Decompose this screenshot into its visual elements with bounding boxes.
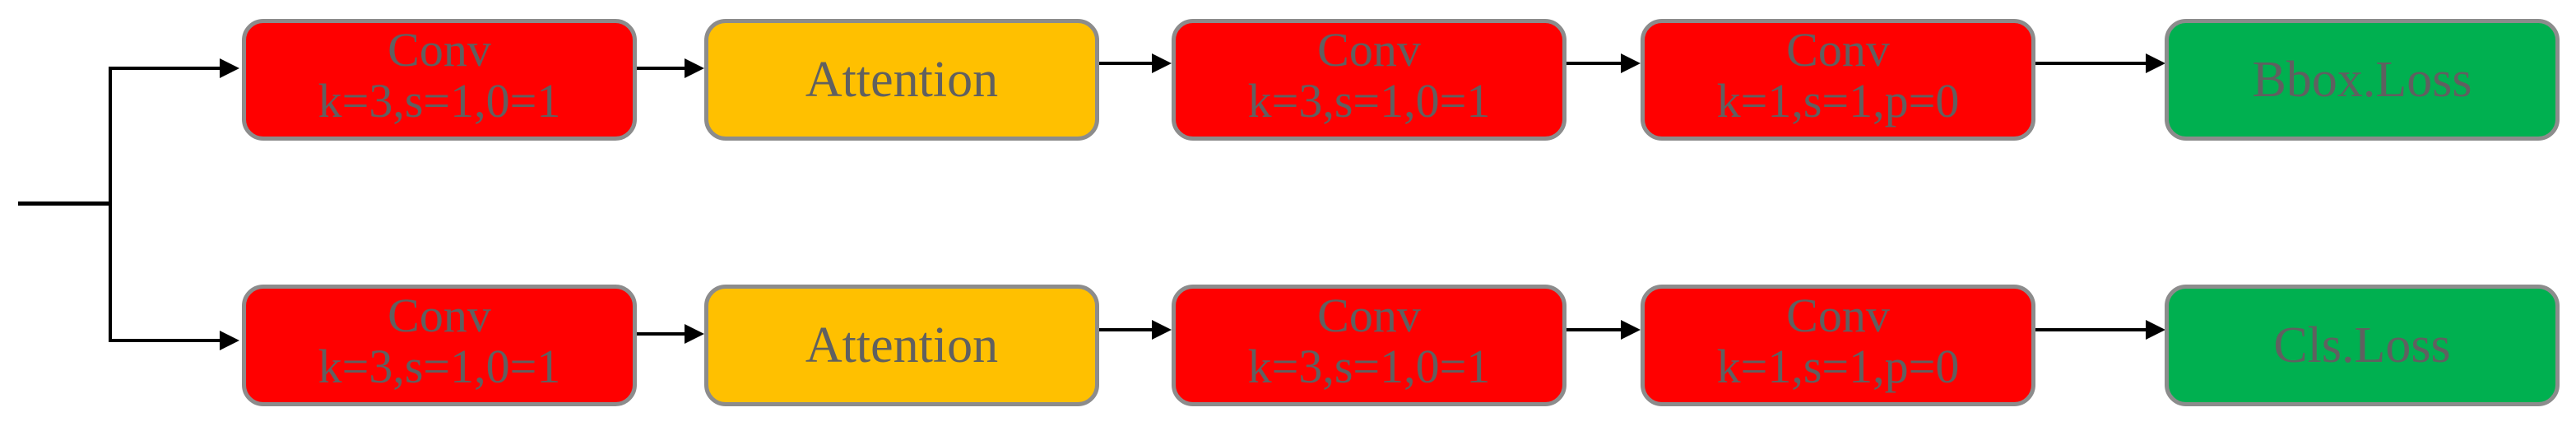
- top-conv-1-box: Conv k=3,s=1,0=1: [242, 19, 637, 141]
- bottom-attention-box: Attention: [704, 285, 1099, 406]
- bottom-branch-arrowhead: [220, 331, 239, 350]
- input-line: [18, 201, 112, 206]
- cls-loss-label: Cls.Loss: [2273, 317, 2451, 373]
- bottom-arrowhead-2: [1152, 320, 1172, 340]
- top-conv-3-title: Conv: [1786, 23, 1890, 76]
- bottom-conv-1-box: Conv k=3,s=1,0=1: [242, 285, 637, 406]
- top-conv-3-box: Conv k=1,s=1,p=0: [1641, 19, 2035, 141]
- top-conv-1-params: k=3,s=1,0=1: [318, 74, 561, 127]
- bottom-conv-2-title: Conv: [1317, 289, 1421, 342]
- top-connector-2: [1099, 62, 1152, 65]
- top-arrowhead-3: [1621, 53, 1641, 73]
- bottom-arrowhead-4: [2146, 320, 2165, 340]
- bottom-conv-2-params: k=3,s=1,0=1: [1247, 340, 1491, 393]
- bottom-connector-4: [2035, 328, 2146, 331]
- bottom-attention-label: Attention: [805, 317, 999, 373]
- branch-vertical-line: [109, 67, 112, 342]
- bottom-conv-3-params: k=1,s=1,p=0: [1716, 340, 1960, 393]
- top-attention-box: Attention: [704, 19, 1099, 141]
- top-branch-connector: [109, 67, 220, 70]
- top-attention-label: Attention: [805, 51, 999, 108]
- top-conv-2-params: k=3,s=1,0=1: [1247, 74, 1491, 127]
- bottom-connector-1: [637, 332, 685, 336]
- bottom-arrowhead-3: [1621, 320, 1641, 340]
- cls-loss-box: Cls.Loss: [2165, 285, 2560, 406]
- bottom-conv-3-box: Conv k=1,s=1,p=0: [1641, 285, 2035, 406]
- top-connector-3: [1566, 62, 1621, 65]
- bottom-connector-2: [1099, 328, 1152, 331]
- top-conv-3-params: k=1,s=1,p=0: [1716, 74, 1960, 127]
- top-conv-2-box: Conv k=3,s=1,0=1: [1172, 19, 1566, 141]
- bbox-loss-label: Bbox.Loss: [2252, 51, 2472, 108]
- top-connector-1: [637, 67, 685, 70]
- top-arrowhead-1: [685, 58, 704, 78]
- top-connector-4: [2035, 62, 2146, 65]
- bottom-arrowhead-1: [685, 324, 704, 344]
- bottom-connector-3: [1566, 328, 1621, 331]
- bottom-conv-3-title: Conv: [1786, 289, 1890, 342]
- top-conv-2-title: Conv: [1317, 23, 1421, 76]
- bottom-conv-2-box: Conv k=3,s=1,0=1: [1172, 285, 1566, 406]
- bbox-loss-box: Bbox.Loss: [2165, 19, 2560, 141]
- top-conv-1-title: Conv: [388, 23, 491, 76]
- bottom-conv-1-title: Conv: [388, 289, 491, 342]
- top-arrowhead-4: [2146, 53, 2165, 73]
- top-branch-arrowhead: [220, 58, 239, 78]
- bottom-branch-connector: [109, 339, 220, 342]
- top-arrowhead-2: [1152, 53, 1172, 73]
- bottom-conv-1-params: k=3,s=1,0=1: [318, 340, 561, 393]
